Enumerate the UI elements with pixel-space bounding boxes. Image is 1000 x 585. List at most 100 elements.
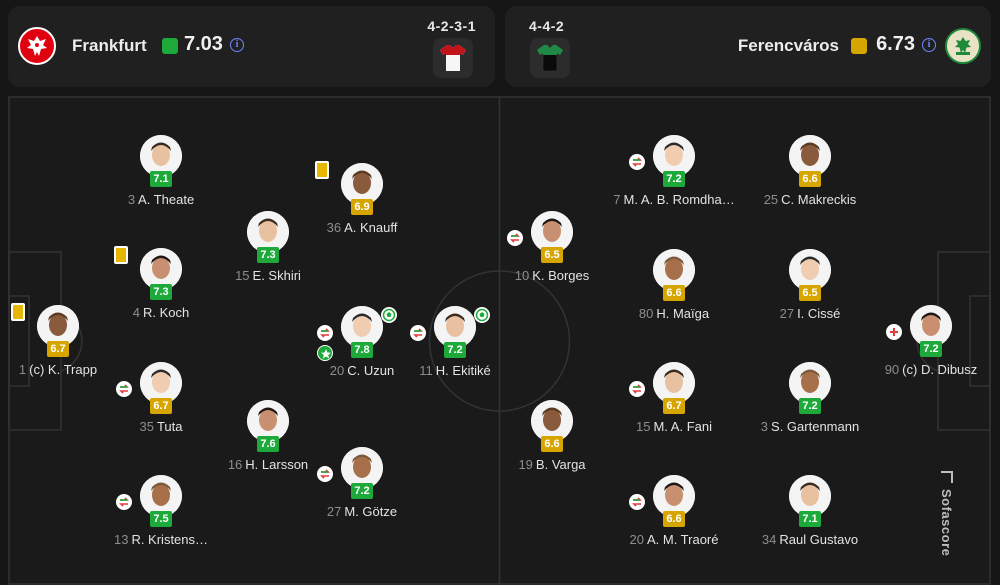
player-number: 15	[636, 419, 651, 434]
player-number: 11	[419, 363, 433, 378]
player-name-text: A. Theate	[138, 192, 195, 207]
player-number: 27	[779, 306, 795, 321]
substitution-icon	[629, 154, 645, 170]
goal-icon	[381, 307, 397, 323]
player-rating: 6.6	[541, 436, 563, 452]
substitution-icon	[317, 466, 333, 482]
away-formation: 4-4-2	[529, 18, 565, 34]
player-rating: 7.2	[920, 341, 942, 357]
away-kit-icon	[530, 38, 570, 78]
star-icon	[317, 345, 333, 361]
player-number: 20	[629, 532, 644, 547]
player-rating: 6.6	[663, 511, 685, 527]
player-name-text: M. A. B. Romdha…	[623, 192, 735, 207]
home-rating-badge	[162, 38, 178, 54]
player-card[interactable]: 6.7 1(c) K. Trapp	[0, 303, 133, 391]
player-name-text: I. Cissé	[797, 306, 841, 321]
player-rating: 6.9	[351, 199, 373, 215]
player-name-text: K. Borges	[532, 268, 590, 283]
player-rating: 7.2	[444, 342, 466, 358]
player-rating: 7.6	[257, 436, 279, 452]
substitution-icon	[507, 230, 523, 246]
player-name: 90(c) D. Dibusz	[836, 362, 1000, 377]
player-number: 25	[763, 192, 779, 207]
home-team-rating: 7.03	[184, 33, 223, 55]
player-name-text: A. M. Traoré	[646, 532, 719, 547]
player-photo	[247, 211, 289, 253]
info-icon[interactable]: i	[230, 38, 244, 52]
player-number: 90	[884, 362, 900, 377]
yellow-card-icon	[11, 303, 25, 321]
yellow-card-icon	[315, 161, 329, 179]
player-name-text: M. Götze	[344, 504, 398, 519]
player-number: 15	[235, 268, 250, 283]
player-name: 1(c) K. Trapp	[0, 362, 153, 377]
info-icon[interactable]: i	[922, 38, 936, 52]
player-number: 3	[760, 419, 769, 434]
player-number: 1	[18, 362, 27, 377]
player-rating: 7.5	[150, 511, 172, 527]
player-name-text: S. Gartenmann	[771, 419, 860, 434]
home-team-name[interactable]: Frankfurt	[72, 36, 147, 55]
player-name-text: E. Skhiri	[252, 268, 301, 283]
home-formation: 4-2-3-1	[427, 18, 476, 34]
player-name-text: R. Koch	[142, 305, 190, 320]
substitution-icon	[410, 325, 426, 341]
player-name-text: A. Knauff	[344, 220, 398, 235]
player-photo	[434, 306, 476, 348]
eagle-crest-icon[interactable]	[18, 27, 56, 65]
player-number: 20	[329, 363, 345, 378]
player-photo	[140, 475, 182, 517]
player-rating: 6.7	[47, 341, 69, 357]
player-photo	[341, 163, 383, 205]
away-team-name[interactable]: Ferencváros	[737, 36, 839, 55]
player-number: 10	[514, 268, 530, 283]
player-name-text: C. Uzun	[347, 363, 395, 378]
player-rating: 6.5	[541, 247, 563, 263]
player-number: 19	[518, 457, 533, 472]
player-number: 16	[227, 457, 243, 472]
player-rating: 7.1	[150, 171, 172, 187]
player-rating: 7.3	[257, 247, 279, 263]
player-name-text: (c) K. Trapp	[29, 362, 98, 377]
eagle-crest-icon[interactable]	[945, 28, 981, 64]
player-name-text: H. Ekitiké	[435, 363, 491, 378]
player-rating: 6.6	[663, 285, 685, 301]
substitution-icon	[116, 494, 132, 510]
away-rating-badge	[851, 38, 867, 54]
